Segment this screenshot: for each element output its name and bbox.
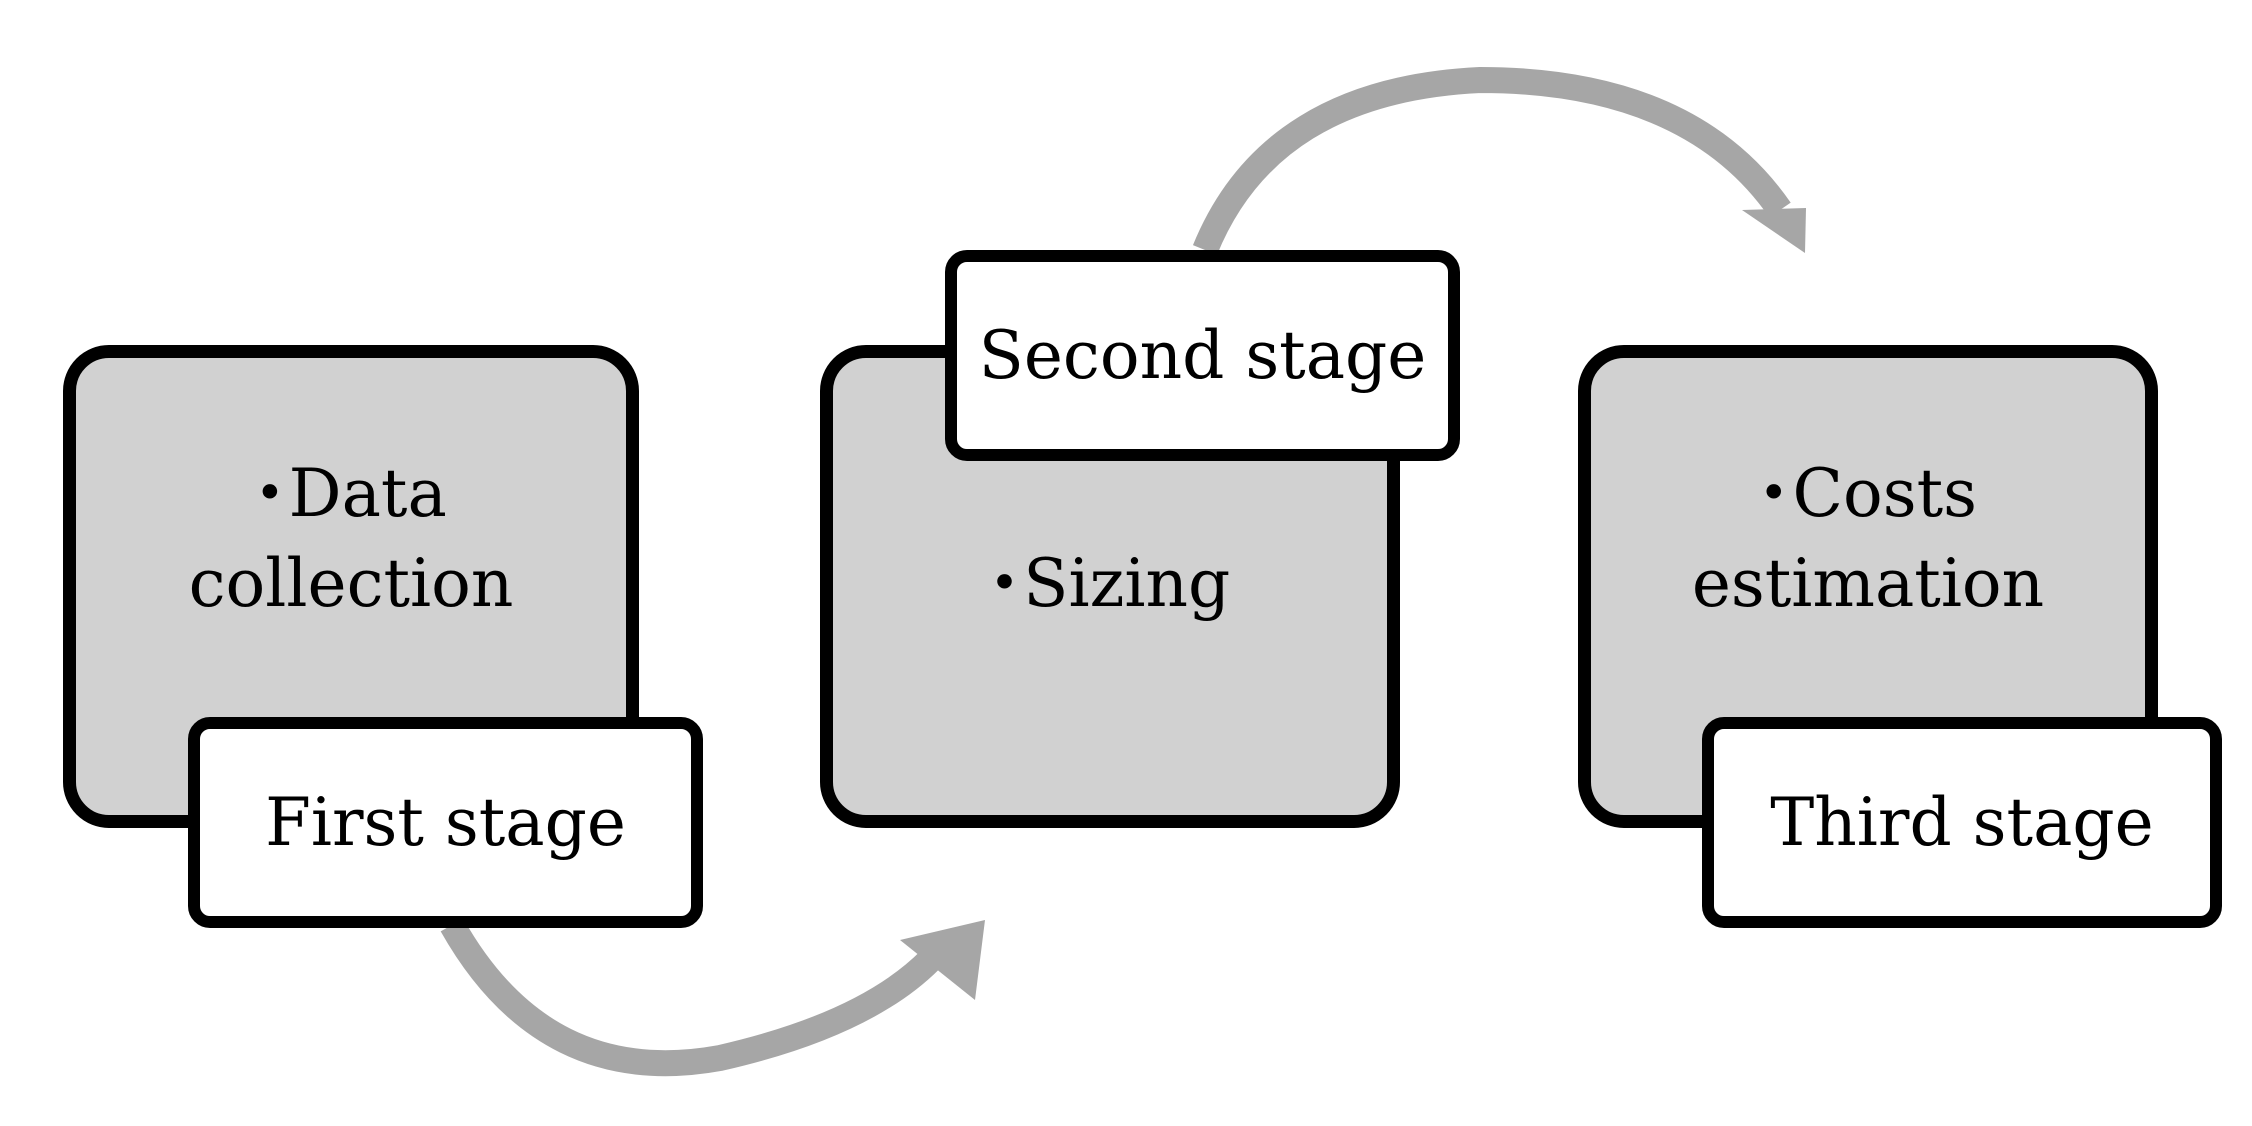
bullet-icon: • bbox=[255, 464, 285, 522]
stage-1-label: First stage bbox=[188, 717, 703, 928]
stage-2-content: •Sizing bbox=[833, 538, 1387, 629]
stage-2-label: Second stage bbox=[945, 250, 1460, 461]
arrow-first-to-second-head bbox=[900, 920, 985, 1000]
arrow-second-to-third bbox=[1192, 66, 1791, 255]
bullet-icon: • bbox=[1759, 464, 1789, 522]
arrow-second-to-third-head bbox=[1742, 208, 1806, 253]
bullet-icon: • bbox=[989, 554, 1020, 612]
arrow-first-to-second bbox=[440, 918, 940, 1077]
stage-3-label: Third stage bbox=[1702, 717, 2222, 928]
stage-3-line-2: estimation bbox=[1691, 545, 2045, 622]
stage-2-line-1: •Sizing bbox=[989, 545, 1231, 622]
stage-3-content: •Costs estimation bbox=[1591, 448, 2145, 629]
stage-1-content: •Data collection bbox=[76, 448, 626, 629]
stage-1-line-1: •Data bbox=[255, 455, 447, 532]
stage-1-line-2: collection bbox=[188, 545, 514, 622]
stage-3-line-1: •Costs bbox=[1759, 455, 1977, 532]
